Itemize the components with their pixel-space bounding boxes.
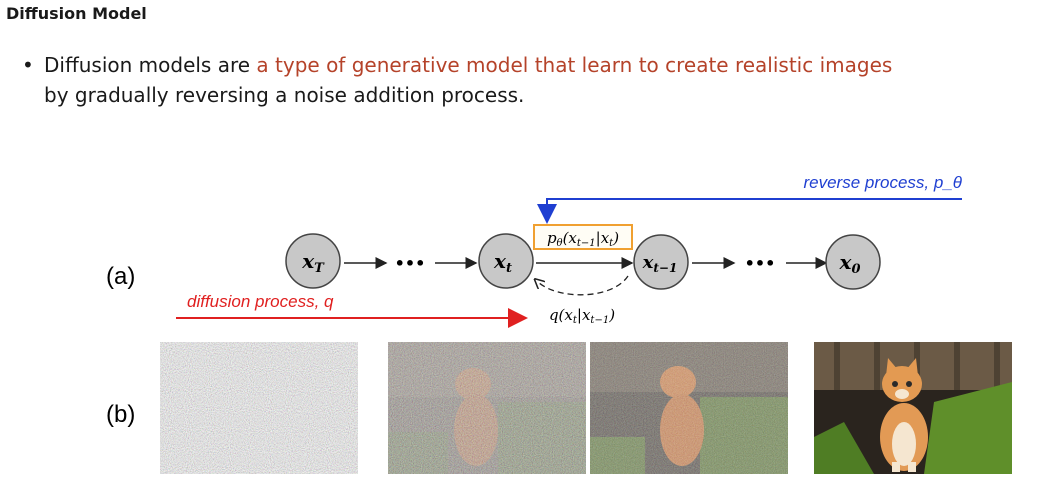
bullet-dot-icon: •	[22, 53, 34, 77]
ellipsis-left: •••	[395, 254, 426, 273]
forward-kernel-label: q(xt|xt−1)	[549, 306, 615, 326]
node-xt-minus-1: xt−1	[633, 234, 689, 290]
bullet-prefix: Diffusion models are	[44, 53, 257, 77]
row-b-label: (b)	[106, 401, 135, 428]
forward-dashed-arrow	[538, 275, 629, 296]
node-xT: xT	[285, 233, 341, 289]
diffusion-process-label: diffusion process, q	[187, 292, 334, 311]
ellipsis-right: •••	[745, 254, 776, 273]
bullet-item: • Diffusion models are a type of generat…	[22, 50, 1012, 110]
page-title: Diffusion Model	[6, 4, 147, 23]
bullet-suffix: by gradually reversing a noise addition …	[44, 83, 525, 107]
image-clean-cat	[814, 342, 1012, 474]
node-xt: xt	[478, 233, 534, 289]
image-pure-noise	[160, 342, 358, 474]
reverse-kernel-box: pθ(xt−1|xt)	[533, 224, 633, 250]
node-x0: x0	[825, 234, 881, 290]
image-heavy-noise-cat	[388, 342, 586, 474]
reverse-process-label: reverse process, p_θ	[803, 173, 962, 192]
bullet-highlight: a type of generative model that learn to…	[256, 53, 893, 77]
row-a-label: (a)	[106, 263, 135, 290]
image-light-noise-cat	[590, 342, 788, 474]
bullet-text: Diffusion models are a type of generativ…	[44, 50, 1012, 110]
reverse-process-arrow	[537, 198, 962, 224]
svg-text:pθ(xt−1|xt): pθ(xt−1|xt)	[547, 229, 619, 249]
